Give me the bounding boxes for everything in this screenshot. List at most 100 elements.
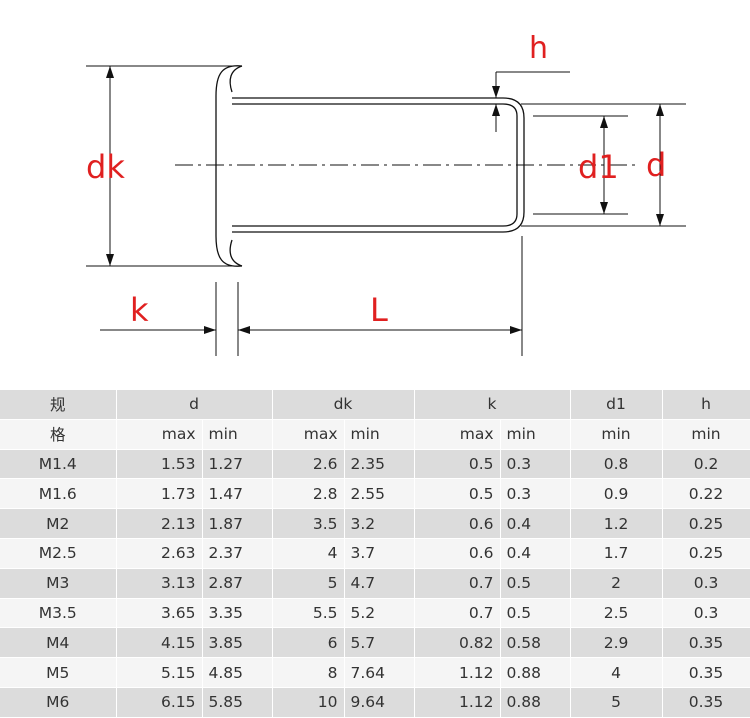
head-flange-inner-bottom	[229, 239, 243, 267]
cell-k-min: 0.3	[500, 478, 571, 510]
cell-d1-min: 2.9	[570, 627, 663, 659]
shank-outer	[232, 97, 525, 233]
label-k: k	[130, 291, 149, 329]
cell-d-max: 2.13	[116, 508, 203, 539]
cell-h-min: 0.35	[662, 657, 750, 688]
cell-dk-min: 4.7	[344, 568, 415, 599]
cell-k-min: 0.4	[500, 508, 571, 539]
arrow-dk-bottom	[106, 254, 114, 266]
cell-k-min: 0.5	[500, 598, 571, 629]
cell-dk-max: 10	[272, 687, 345, 718]
header-sub: min	[344, 419, 415, 450]
cell-dk-min: 2.35	[344, 449, 415, 480]
cell-d-min: 1.47	[202, 478, 273, 510]
cell-dk-min: 3.2	[344, 508, 415, 539]
cell-spec: M1.6	[0, 478, 117, 510]
header-group-k: k	[414, 390, 571, 420]
cell-d-min: 1.87	[202, 508, 273, 539]
cell-k-min: 0.88	[500, 687, 571, 718]
cell-h-min: 0.35	[662, 687, 750, 718]
cell-k-max: 0.6	[414, 538, 501, 569]
cell-d-min: 4.85	[202, 657, 273, 688]
cell-d-max: 2.63	[116, 538, 203, 569]
head-flange-outline	[215, 65, 243, 267]
cell-d1-min: 2.5	[570, 598, 663, 629]
arrow-d1-bottom	[600, 202, 608, 214]
arrow-d-bottom	[656, 214, 664, 226]
cell-k-max: 0.6	[414, 508, 501, 539]
cell-dk-min: 7.64	[344, 657, 415, 688]
label-L: L	[370, 291, 388, 329]
cell-k-max: 0.5	[414, 478, 501, 510]
arrow-L-right	[510, 326, 522, 334]
cell-dk-min: 5.7	[344, 627, 415, 659]
arrow-L-left	[238, 326, 250, 334]
cell-d1-min: 0.8	[570, 449, 663, 480]
cell-spec: M4	[0, 627, 117, 659]
head-flange-inner	[229, 65, 243, 93]
cell-spec: M3.5	[0, 598, 117, 629]
arrow-k	[204, 326, 216, 334]
arrow-dk-top	[106, 66, 114, 78]
cell-k-min: 0.3	[500, 449, 571, 480]
arrow-h-bottom	[492, 104, 500, 116]
cell-d-max: 3.13	[116, 568, 203, 599]
shank-inner	[232, 103, 518, 227]
cell-d-max: 1.73	[116, 478, 203, 510]
cell-h-min: 0.2	[662, 449, 750, 480]
cell-dk-max: 6	[272, 627, 345, 659]
cell-d-max: 4.15	[116, 627, 203, 659]
cell-dk-max: 5	[272, 568, 345, 599]
cell-dk-max: 3.5	[272, 508, 345, 539]
header-sub: min	[662, 419, 750, 450]
header-group-h: h	[662, 390, 750, 420]
header-group-d1: d1	[570, 390, 663, 420]
cell-h-min: 0.35	[662, 627, 750, 659]
cell-k-min: 0.4	[500, 538, 571, 569]
cell-d1-min: 1.7	[570, 538, 663, 569]
header-sub: min	[500, 419, 571, 450]
cell-d-min: 3.85	[202, 627, 273, 659]
cell-d-min: 3.35	[202, 598, 273, 629]
cell-d-min: 2.37	[202, 538, 273, 569]
cell-d1-min: 4	[570, 657, 663, 688]
cell-d-min: 2.87	[202, 568, 273, 599]
cell-k-max: 1.12	[414, 657, 501, 688]
label-d1: d1	[578, 148, 619, 186]
cell-dk-max: 4	[272, 538, 345, 569]
header-sub: min	[570, 419, 663, 450]
cell-k-min: 0.5	[500, 568, 571, 599]
header-sub: max	[116, 419, 203, 450]
cell-dk-min: 2.55	[344, 478, 415, 510]
cell-k-max: 1.12	[414, 687, 501, 718]
cell-dk-min: 9.64	[344, 687, 415, 718]
header-spec-bottom: 格	[0, 419, 117, 450]
cell-h-min: 0.3	[662, 568, 750, 599]
cell-k-min: 0.58	[500, 627, 571, 659]
cell-spec: M2.5	[0, 538, 117, 569]
cell-d-max: 3.65	[116, 598, 203, 629]
cell-d-max: 6.15	[116, 687, 203, 718]
cell-spec: M3	[0, 568, 117, 599]
header-group-d: d	[116, 390, 273, 420]
cell-k-min: 0.88	[500, 657, 571, 688]
header-spec-top: 规	[0, 390, 117, 420]
cell-d1-min: 5	[570, 687, 663, 718]
spec-table: 规 d dk k d1 h 格 max min max min max min …	[0, 390, 750, 718]
header-group-dk: dk	[272, 390, 415, 420]
cell-k-max: 0.7	[414, 598, 501, 629]
arrow-d-top	[656, 104, 664, 116]
cell-dk-min: 5.2	[344, 598, 415, 629]
cell-d1-min: 0.9	[570, 478, 663, 510]
arrow-d1-top	[600, 116, 608, 128]
header-sub: min	[202, 419, 273, 450]
cell-d-min: 5.85	[202, 687, 273, 718]
label-dk: dk	[86, 148, 125, 186]
